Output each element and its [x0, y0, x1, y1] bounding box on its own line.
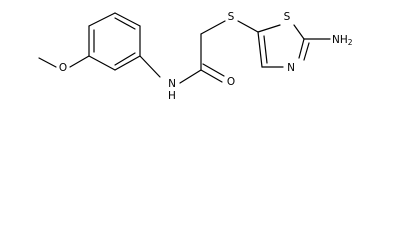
bond-ring-c1-c2 — [114, 12, 141, 27]
bond-ch2-s — [200, 20, 226, 35]
atom-nh2-subscript: 2 — [348, 38, 353, 47]
bond-ring-c4-c5 — [88, 55, 116, 71]
bond-ring-o-methoxy — [69, 55, 90, 68]
atom-nh2: NH2 — [332, 34, 353, 47]
atom-s-thioether: S — [228, 11, 235, 23]
atom-o-methoxy: O — [59, 62, 67, 74]
bond-s-thiazole — [237, 20, 259, 33]
bond-ring-n-amide — [139, 55, 161, 78]
bond-ring-c6-c1 — [88, 12, 116, 27]
bond-o-methyl — [38, 57, 57, 68]
bond-c-o-carbonyl-double — [202, 63, 225, 77]
atom-n-amide: N — [168, 78, 176, 90]
bond-ring-c3-c4 — [114, 55, 141, 71]
bond-c2-n3 — [298, 38, 305, 59]
bond-c-o-carbonyl — [200, 69, 223, 83]
benzene-ring — [88, 12, 141, 71]
bond-ring-double-2 — [114, 52, 136, 66]
atom-s-ring: S — [284, 11, 291, 23]
bond-c4-c5-double — [263, 35, 268, 64]
bond-s1-c2 — [293, 24, 305, 40]
atom-h-amide: H — [168, 90, 176, 102]
atom-n-ring: N — [287, 62, 295, 74]
bond-c5-s1 — [257, 24, 281, 33]
atom-o-carbonyl: O — [227, 76, 235, 88]
bond-n-carbonyl — [179, 69, 202, 84]
bond-ring-double-1 — [114, 17, 136, 30]
atom-nh2-main: NH — [332, 34, 348, 46]
molecular-structure-diagram: O N H O S S N NH2 — [38, 11, 353, 102]
bond-c2-n3-double — [303, 42, 310, 61]
bond-c4-c5 — [257, 31, 263, 68]
thiazole-ring: S N — [257, 11, 310, 74]
atom-nh-amide: N H — [168, 78, 176, 102]
